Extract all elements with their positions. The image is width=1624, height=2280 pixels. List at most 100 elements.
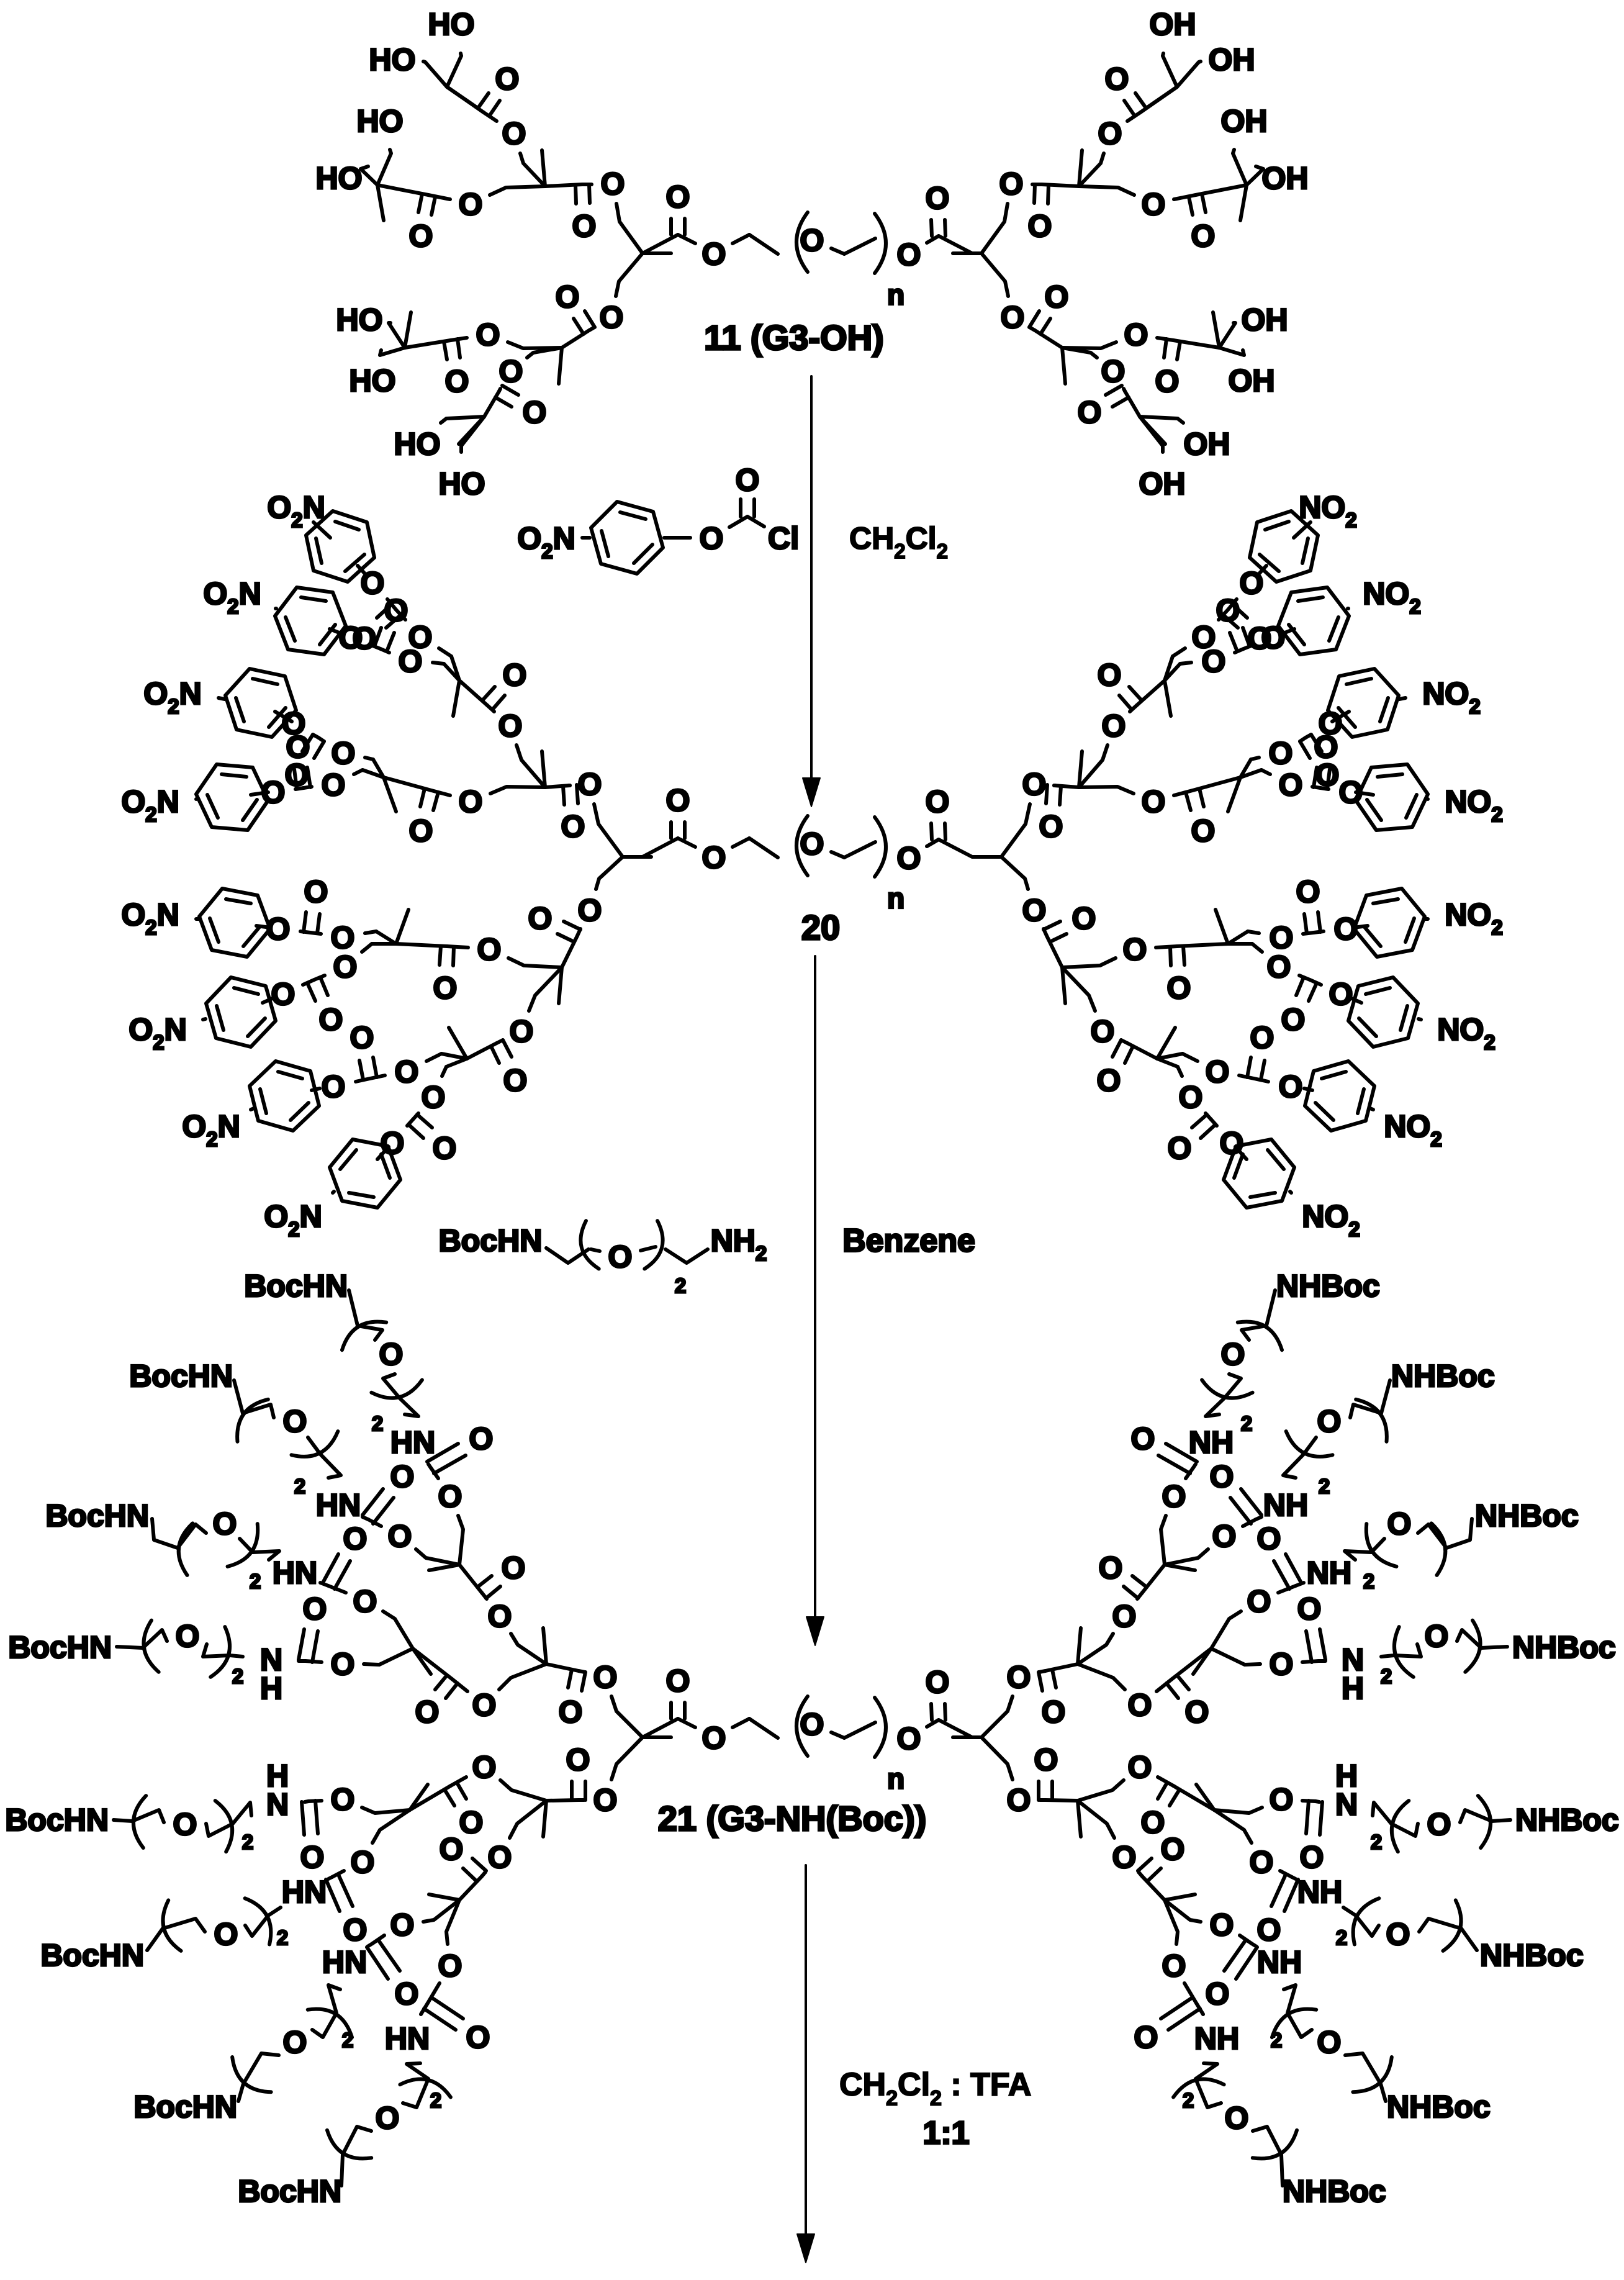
svg-text:O: O	[1270, 920, 1294, 955]
svg-text:O: O	[445, 364, 469, 399]
svg-text:2: 2	[1371, 1830, 1382, 1853]
svg-text:O: O	[283, 2025, 307, 2060]
svg-text:HO: HO	[439, 466, 485, 501]
svg-text:O: O	[422, 1080, 446, 1115]
svg-text:O: O	[523, 395, 547, 430]
svg-text:BocHN: BocHN	[8, 1630, 112, 1665]
svg-text:O: O	[572, 209, 597, 243]
svg-text:O: O	[1329, 977, 1353, 1011]
svg-text:11 (G3-OH): 11 (G3-OH)	[704, 318, 883, 357]
svg-text:O: O	[459, 187, 483, 222]
svg-text:BocHN: BocHN	[129, 1359, 233, 1393]
svg-text:2: 2	[1381, 1665, 1392, 1688]
svg-text:O: O	[488, 1599, 512, 1634]
svg-text:O: O	[1216, 593, 1240, 628]
svg-text:HO: HO	[316, 161, 363, 196]
svg-text:n: n	[887, 882, 904, 915]
svg-text:O: O	[459, 1805, 484, 1840]
svg-text:O: O	[600, 300, 624, 335]
svg-text:NH: NH	[1194, 2021, 1239, 2056]
svg-text:O: O	[1022, 893, 1047, 928]
svg-text:O: O	[1045, 279, 1069, 314]
svg-text:O: O	[1162, 1479, 1186, 1514]
svg-text:O: O	[593, 1783, 618, 1817]
svg-text:O: O	[1022, 767, 1047, 802]
svg-text:O: O	[999, 166, 1024, 201]
svg-text:2: 2	[1183, 2089, 1194, 2112]
svg-text:O: O	[213, 1506, 237, 1541]
svg-text:O: O	[1131, 1421, 1155, 1456]
svg-text:O: O	[561, 809, 585, 844]
svg-text:NH: NH	[1257, 1945, 1302, 1979]
svg-text:NHBoc: NHBoc	[1515, 1803, 1619, 1837]
svg-text:BocHN: BocHN	[40, 1938, 144, 1973]
svg-text:O: O	[343, 1521, 368, 1556]
svg-text:O: O	[381, 1126, 405, 1160]
svg-text:O: O	[472, 1750, 497, 1785]
svg-text:H: H	[1342, 1671, 1364, 1706]
svg-text:O: O	[322, 1069, 346, 1104]
svg-text:H: H	[260, 1671, 282, 1706]
svg-text:O: O	[510, 1014, 534, 1049]
svg-text:O: O	[1141, 1805, 1165, 1840]
svg-text:NHBoc: NHBoc	[1480, 1938, 1584, 1973]
svg-text:O: O	[399, 644, 423, 679]
svg-text:O: O	[1317, 2025, 1342, 2060]
svg-text:O: O	[1425, 1619, 1449, 1653]
svg-text:O: O	[1192, 620, 1216, 654]
svg-text:O: O	[331, 1782, 355, 1817]
svg-text:NHBoc: NHBoc	[1283, 2174, 1386, 2209]
svg-text:O: O	[1105, 61, 1129, 96]
svg-text:O: O	[388, 1519, 412, 1554]
svg-text:O: O	[409, 219, 433, 253]
svg-text:O: O	[1206, 1976, 1230, 2011]
svg-text:O: O	[566, 1742, 590, 1777]
svg-text:O: O	[1240, 566, 1264, 600]
svg-text:O: O	[1128, 1688, 1152, 1722]
svg-text:O: O	[1261, 620, 1286, 655]
svg-text:N: N	[266, 1787, 289, 1822]
svg-text:O: O	[1270, 1647, 1294, 1681]
svg-text:O: O	[1078, 395, 1102, 430]
svg-text:O: O	[1270, 1782, 1294, 1817]
svg-text:NH: NH	[1189, 1425, 1234, 1460]
svg-text:O: O	[1112, 1840, 1137, 1875]
svg-text:O: O	[528, 901, 553, 936]
svg-text:BocHN: BocHN	[238, 2174, 341, 2209]
svg-text:2: 2	[294, 1475, 305, 1498]
svg-text:O: O	[1099, 1550, 1123, 1585]
svg-text:O: O	[332, 736, 356, 771]
svg-text:O: O	[1167, 970, 1191, 1005]
svg-text:O: O	[395, 1054, 419, 1089]
svg-text:O: O	[1142, 187, 1166, 222]
svg-text:O: O	[601, 166, 625, 201]
svg-text:20: 20	[801, 908, 840, 947]
svg-text:2: 2	[1319, 1475, 1330, 1498]
svg-text:O: O	[1210, 1907, 1234, 1942]
svg-text:HO: HO	[350, 363, 396, 398]
svg-text:O: O	[503, 1063, 528, 1098]
svg-text:O: O	[1028, 209, 1052, 243]
svg-text:O: O	[322, 767, 346, 802]
svg-text:2: 2	[1241, 1412, 1252, 1435]
svg-text:NHBoc: NHBoc	[1475, 1498, 1579, 1533]
svg-text:O: O	[282, 706, 306, 741]
svg-text:2: 2	[1271, 2029, 1282, 2052]
svg-text:2: 2	[277, 1926, 288, 1949]
svg-text:O: O	[1124, 317, 1148, 352]
svg-text:O: O	[1427, 1807, 1451, 1842]
svg-text:O: O	[702, 840, 726, 875]
svg-text:O: O	[433, 970, 458, 1005]
svg-text:O: O	[1212, 1519, 1237, 1554]
svg-text:O: O	[1161, 1832, 1185, 1866]
svg-text:2: 2	[430, 2089, 441, 2112]
svg-text:O: O	[800, 826, 824, 861]
svg-text:HN: HN	[316, 1488, 361, 1522]
svg-text:O: O	[472, 1688, 497, 1722]
svg-text:O: O	[319, 1002, 343, 1037]
svg-text:O: O	[926, 784, 950, 819]
svg-text:O: O	[1387, 1506, 1412, 1541]
svg-text:NO2: NO2	[1363, 576, 1420, 618]
svg-text:O: O	[384, 593, 408, 628]
svg-text:O: O	[1269, 736, 1293, 771]
